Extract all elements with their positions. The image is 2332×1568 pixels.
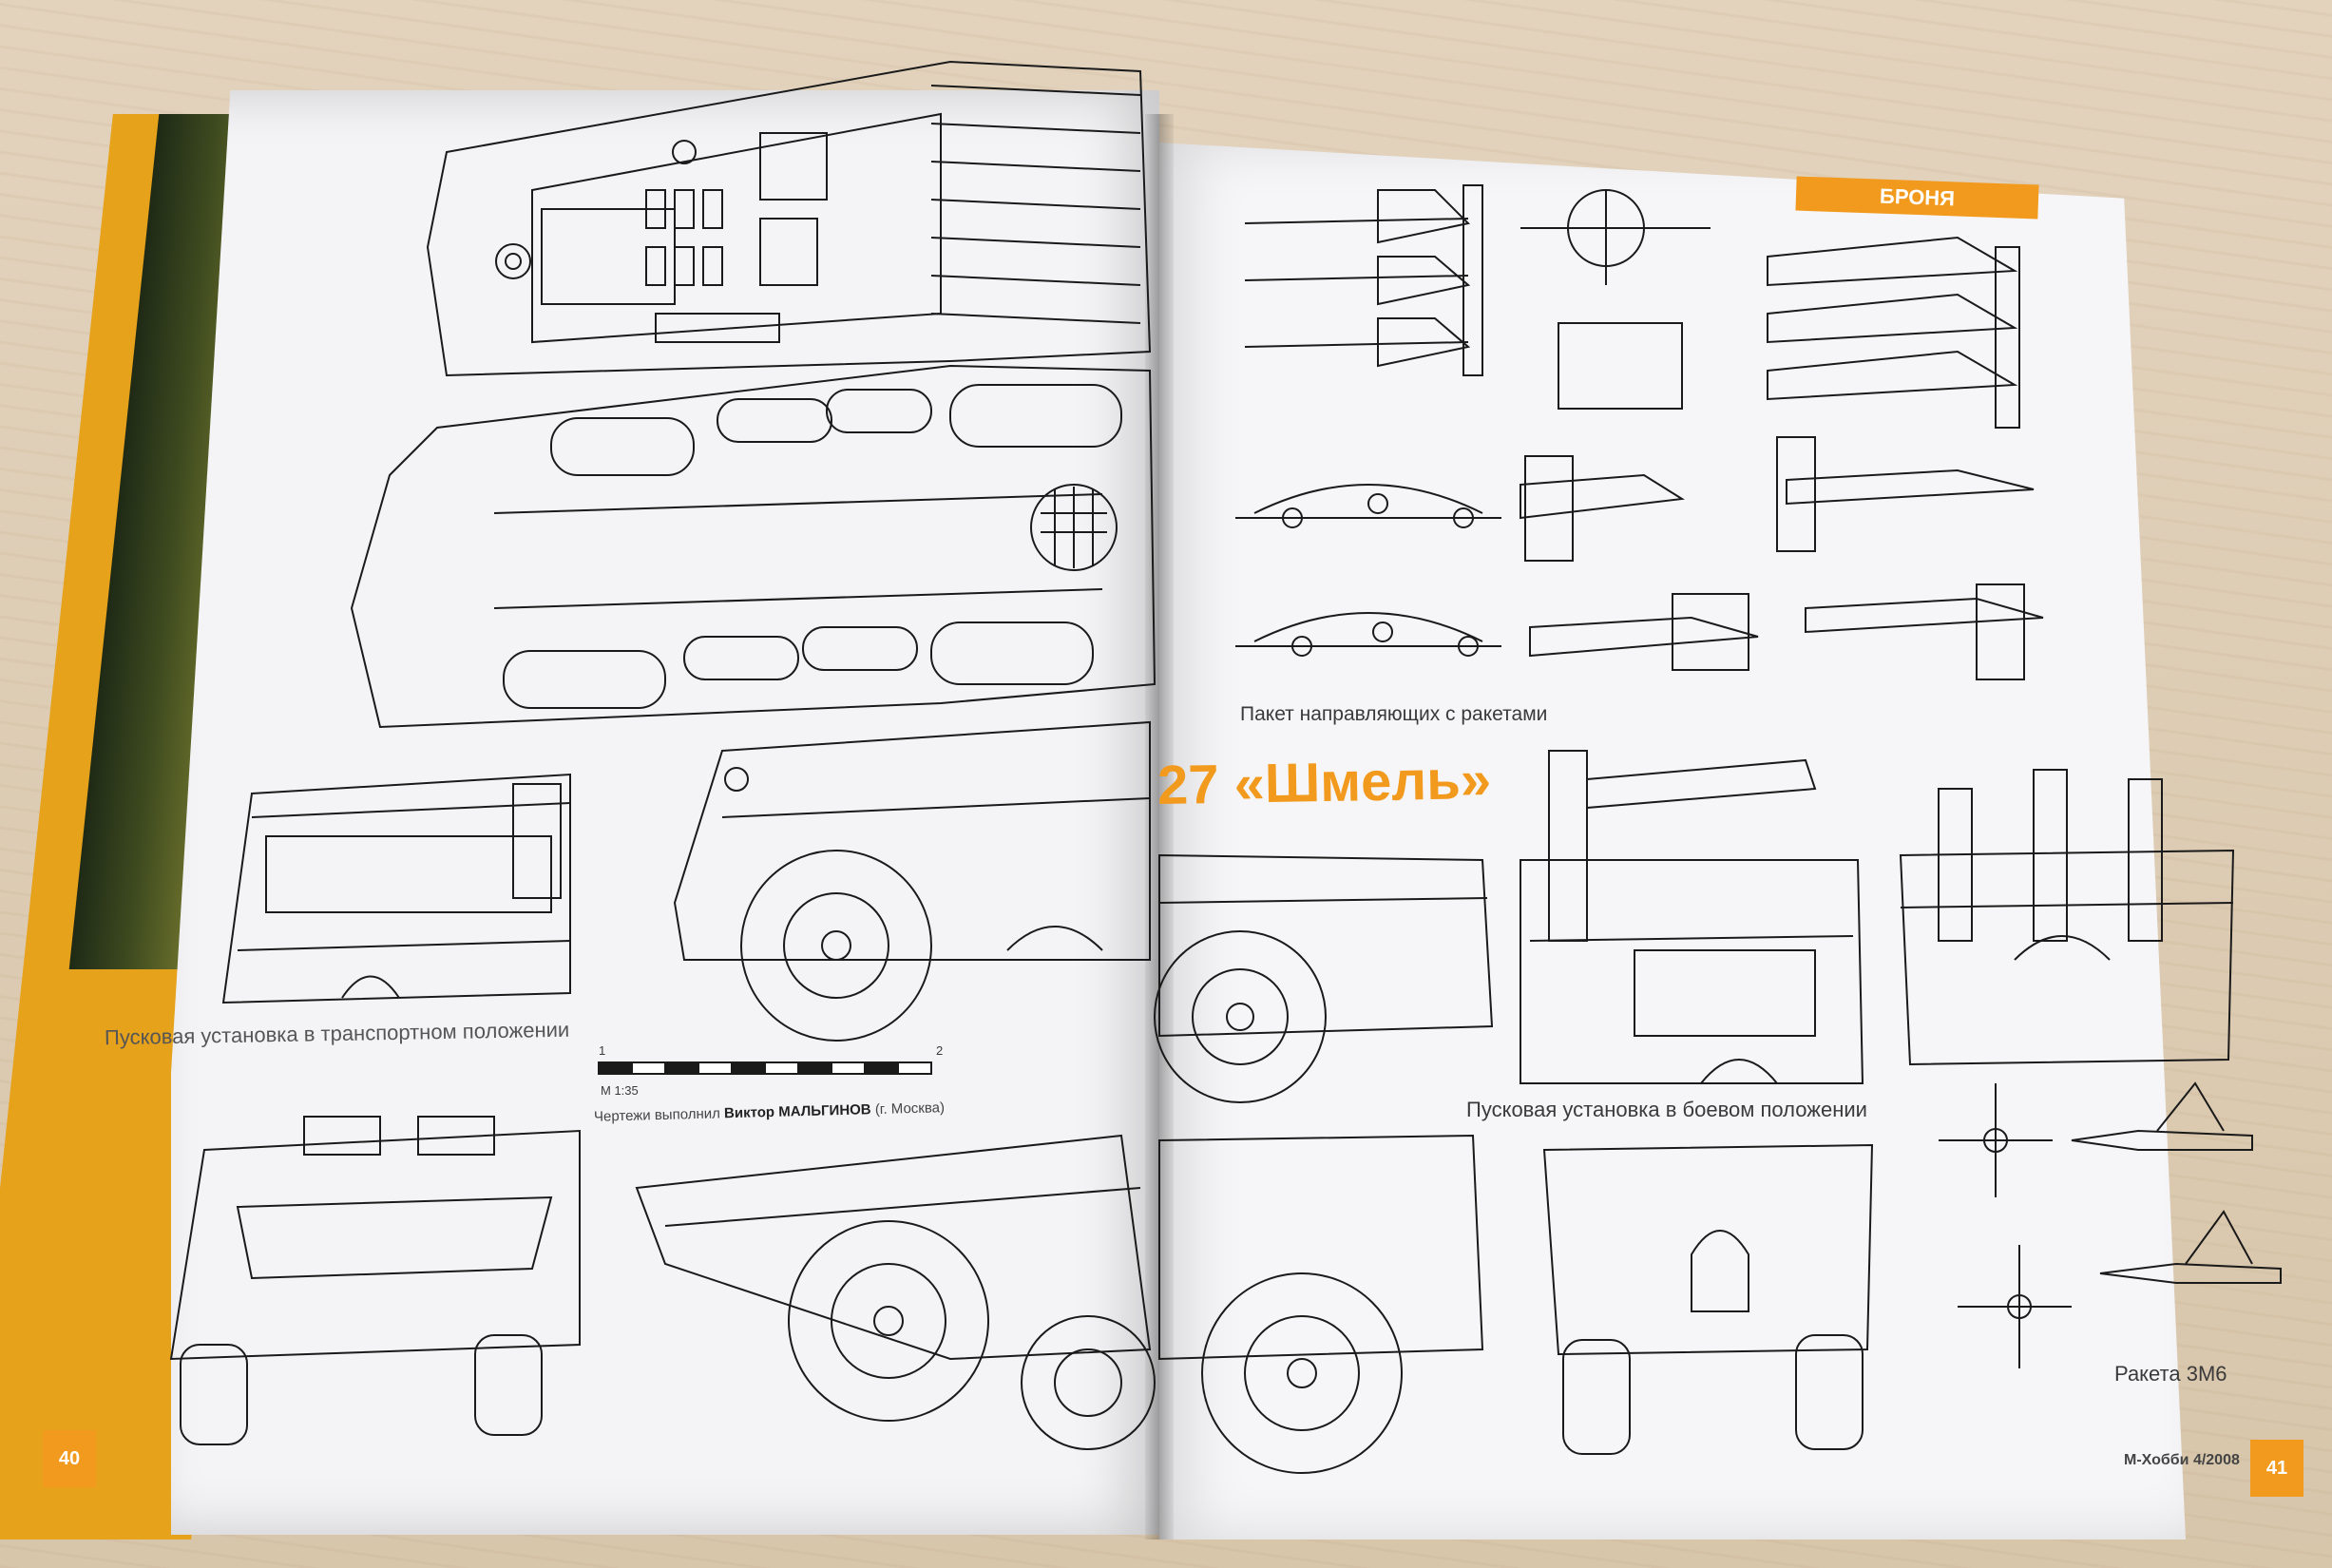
drawing-rocket-pack-rows: [1235, 184, 2044, 680]
magazine-footer: М-Хобби 4/2008: [2124, 1452, 2240, 1468]
drawing-front-view-vehicle: [169, 1116, 581, 1445]
scale-bar-end: 2: [936, 1043, 944, 1058]
caption-combat-position: Пусковая установка в боевом положении: [1466, 1098, 1867, 1121]
credit-city: (г. Москва): [874, 1100, 946, 1119]
article-title: 27 «Шмель»: [1156, 748, 1492, 817]
right-page-number: 41: [2250, 1440, 2303, 1497]
left-page: [171, 90, 1159, 1535]
drawing-top-view-hull: [426, 60, 1152, 377]
credit-prefix: Чертежи выполнил: [593, 1105, 721, 1125]
drawing-vehicle-combat-side: [1154, 853, 1494, 1103]
caption-rocket: Ракета 3М6: [2114, 1362, 2227, 1386]
drawing-rocket-3m6: [1939, 1081, 2282, 1368]
drawing-vehicle-rear: [1158, 1134, 1874, 1474]
drawing-side-view-bottom: [635, 1134, 1156, 1450]
scale-bar-label: М 1:35: [601, 1083, 639, 1098]
drawing-bottom-view-hull: [350, 364, 1156, 729]
drawing-launcher-transport: [221, 773, 571, 1004]
drawing-launcher-combat: [1520, 750, 2235, 1084]
caption-rocket-pack: Пакет направляющих с ракетами: [1240, 703, 1548, 725]
scale-bar-start: 1: [599, 1043, 606, 1058]
drawing-side-view-top: [673, 720, 1151, 1042]
scale-bar: [598, 1061, 932, 1075]
left-page-number: 40: [43, 1430, 96, 1487]
